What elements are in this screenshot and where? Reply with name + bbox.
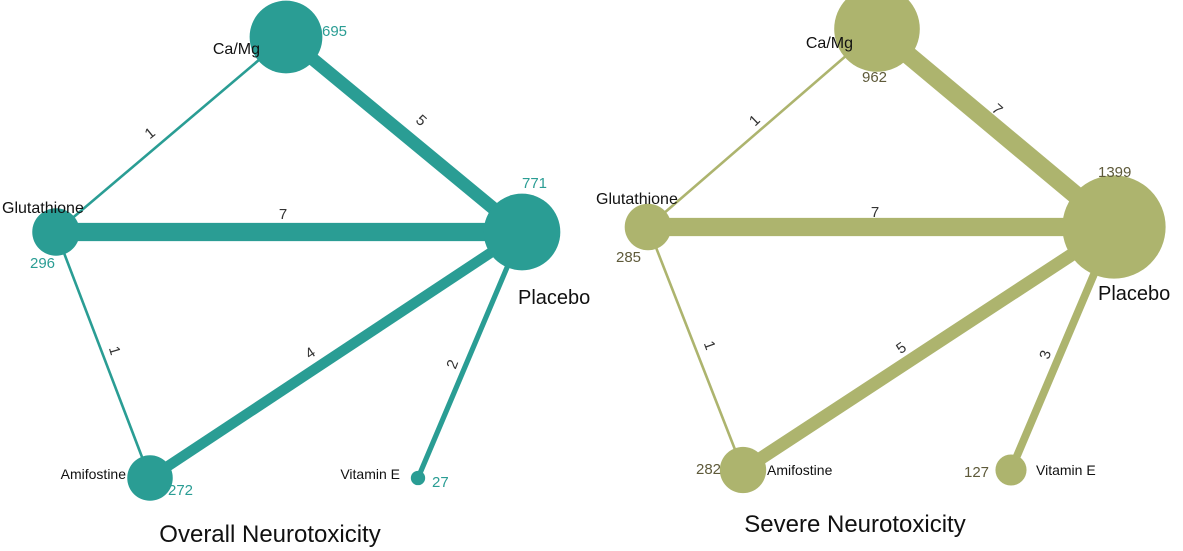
edge-amif-plac bbox=[147, 227, 525, 483]
node-label-camg: Ca/Mg bbox=[213, 41, 260, 58]
edge-label-vite-plac: 3 bbox=[1036, 348, 1055, 361]
edge-camg-plac bbox=[281, 31, 527, 238]
node-camg bbox=[249, 0, 323, 74]
node-count-glut: 296 bbox=[30, 255, 55, 272]
node-label-plac: Placebo bbox=[1098, 283, 1170, 305]
edge-glut-amif bbox=[646, 226, 745, 471]
edge-label-glut-camg: 1 bbox=[746, 112, 764, 130]
overall-network: Ca/Mg 695 Glutathione 296 Placebo 771 Am… bbox=[2, 0, 590, 548]
node-count-plac: 771 bbox=[522, 175, 547, 192]
node-label-camg: Ca/Mg bbox=[806, 35, 853, 52]
node-count-glut: 285 bbox=[616, 249, 641, 266]
edge-label-camg-plac: 5 bbox=[412, 112, 430, 130]
edge-label-amif-plac: 4 bbox=[302, 344, 318, 363]
edge-label-glut-camg: 1 bbox=[142, 124, 159, 142]
edge-label-glut-amif: 1 bbox=[700, 339, 719, 353]
node-count-vite: 127 bbox=[964, 464, 989, 481]
node-count-plac: 1399 bbox=[1098, 164, 1131, 181]
node-glut bbox=[32, 208, 80, 256]
node-label-vite: Vitamin E bbox=[340, 466, 400, 482]
edge-glut-camg bbox=[55, 36, 287, 233]
node-plac bbox=[1062, 175, 1166, 279]
node-label-amif: Amifostine bbox=[61, 466, 127, 482]
node-count-vite: 27 bbox=[432, 474, 449, 491]
node-plac bbox=[483, 193, 561, 271]
node-amif bbox=[719, 446, 767, 494]
edge-label-glut-plac: 7 bbox=[279, 206, 287, 223]
node-glut bbox=[624, 203, 672, 251]
edge-label-vite-plac: 2 bbox=[443, 357, 462, 371]
panel-title-overall: Overall Neurotoxicity bbox=[159, 521, 380, 548]
edge-label-glut-plac: 7 bbox=[871, 204, 879, 221]
node-camg bbox=[834, 0, 920, 72]
node-label-glut: Glutathione bbox=[2, 200, 84, 217]
node-count-amif: 282 bbox=[696, 461, 721, 478]
node-count-amif: 272 bbox=[168, 482, 193, 499]
node-count-camg: 695 bbox=[322, 23, 347, 40]
panel-title-severe: Severe Neurotoxicity bbox=[744, 511, 965, 538]
edge-label-glut-amif: 1 bbox=[105, 344, 124, 357]
node-vite bbox=[410, 470, 426, 486]
severe-network: Ca/Mg 962 Glutathione 285 Placebo 1399 A… bbox=[596, 0, 1170, 538]
edge-glut-camg bbox=[647, 28, 878, 228]
node-label-plac: Placebo bbox=[518, 287, 590, 309]
node-amif bbox=[127, 455, 173, 501]
node-count-camg: 962 bbox=[862, 69, 887, 86]
edge-vite-plac bbox=[415, 230, 525, 480]
node-label-amif: Amifostine bbox=[767, 462, 833, 478]
node-label-glut: Glutathione bbox=[596, 191, 678, 208]
edge-amif-plac bbox=[739, 221, 1118, 476]
node-vite bbox=[995, 454, 1027, 486]
node-label-vite: Vitamin E bbox=[1036, 462, 1096, 478]
edge-glut-amif bbox=[54, 231, 152, 479]
